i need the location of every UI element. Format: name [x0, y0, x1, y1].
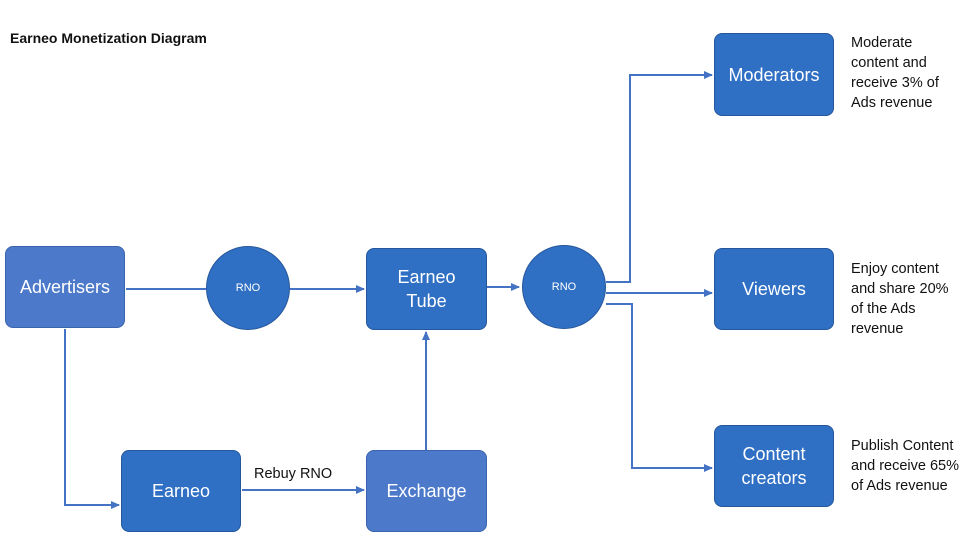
edge-rno-to-content-creators — [606, 303, 713, 472]
node-content-creators: Content creators — [714, 425, 834, 507]
node-viewers: Viewers — [714, 248, 834, 330]
edge-advertisers-to-earneo — [64, 329, 120, 509]
edge-rno-to-moderators — [606, 71, 713, 283]
diagram-title: Earneo Monetization Diagram — [10, 30, 207, 46]
node-exchange-label: Exchange — [386, 481, 467, 501]
node-rno-left: RNO — [206, 246, 290, 330]
node-earneo-tube: Earneo Tube — [366, 248, 487, 330]
node-earneo: Earneo — [121, 450, 241, 532]
node-earneo-label: Earneo — [151, 481, 211, 501]
note-moderators: Moderate content and receive 3% of Ads r… — [851, 35, 939, 111]
node-exchange: Exchange — [366, 450, 487, 532]
node-earneo-tube-label: Earneo Tube — [397, 267, 456, 311]
node-rno-right: RNO — [522, 245, 606, 329]
note-content-creators: Publish Content and receive 65% of Ads r… — [851, 438, 960, 494]
node-rno-left-label: RNO — [235, 282, 261, 294]
edge-label-rebuy: Rebuy RNO — [254, 466, 333, 482]
node-viewers-label: Viewers — [742, 279, 806, 299]
node-content-creators-label: Content creators — [741, 444, 807, 488]
node-moderators-label: Moderators — [728, 64, 820, 85]
node-advertisers-label: Advertisers — [19, 277, 111, 297]
node-moderators: Moderators — [714, 33, 834, 116]
note-viewers: Enjoy content and share 20% of the Ads r… — [851, 261, 949, 337]
node-rno-right-label: RNO — [551, 281, 577, 293]
node-advertisers: Advertisers — [5, 246, 125, 328]
